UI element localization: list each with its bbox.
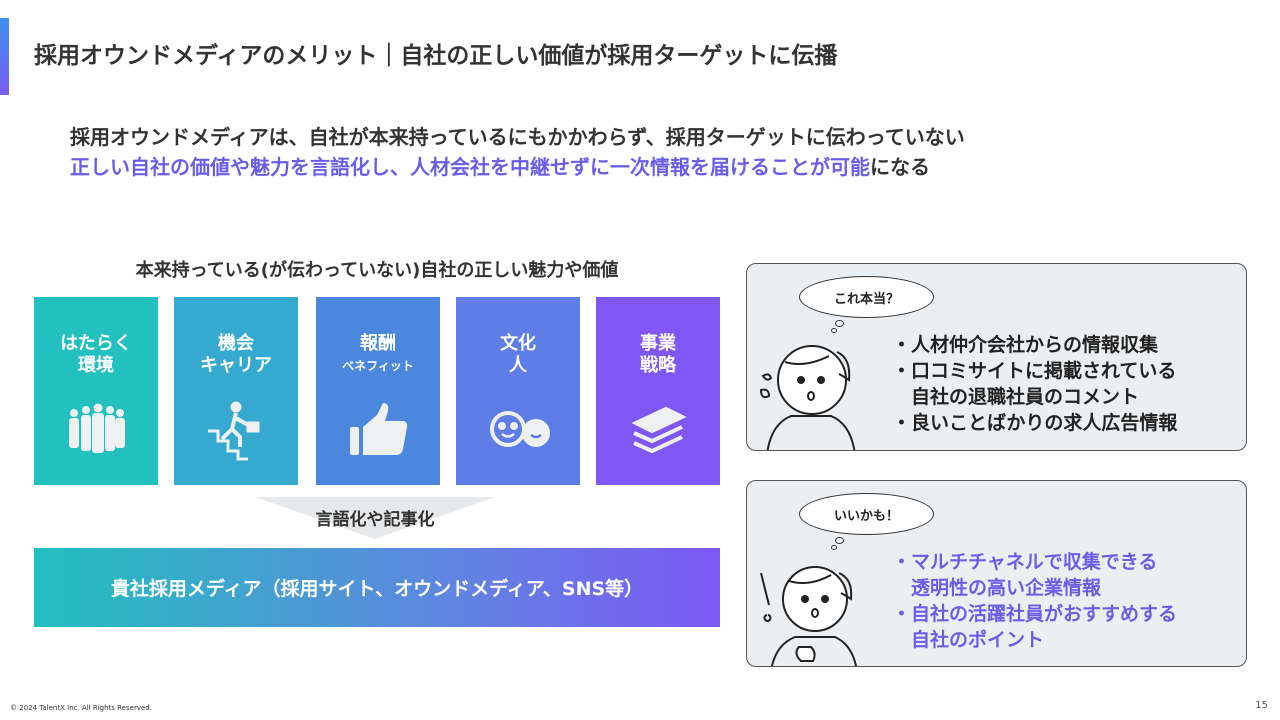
card-title: 報酬 — [360, 333, 396, 354]
page-number: 15 — [1255, 700, 1268, 711]
list-item: ・良いことばかりの求人広告情報 — [892, 412, 1178, 434]
worried-person-icon — [759, 345, 856, 450]
stairs-climb-icon — [208, 401, 260, 461]
value-card-strategy: 事業 戦略 — [596, 297, 720, 485]
after-box: いいかも！ ・マルチチャネルで収集できる 透明性の高い企業情報 ・自社の活躍社員… — [746, 480, 1247, 667]
card-title: はたらく — [60, 333, 132, 354]
thumbs-up-icon — [350, 403, 408, 455]
value-card-benefit: 報酬 ベネフィット — [316, 297, 440, 485]
company-media-banner: 貴社採用メディア（採用サイト、オウンドメディア、SNS等） — [34, 548, 720, 627]
copyright: © 2024 TalentX Inc. All Rights Reserved. — [10, 704, 152, 712]
value-card-career: 機会 キャリア — [174, 297, 298, 485]
list-item: 自社の退職社員のコメント — [892, 386, 1140, 408]
after-list: ・マルチチャネルで収集できる 透明性の高い企業情報 ・自社の活躍社員がおすすめす… — [892, 549, 1177, 653]
value-card-culture: 文化 人 — [456, 297, 580, 485]
list-item: ・人材仲介会社からの情報収集 — [892, 334, 1159, 356]
chat-faces-icon — [490, 411, 550, 447]
excited-person-icon — [760, 566, 858, 666]
lead-rest: になる — [870, 155, 930, 179]
card-subtitle: 戦略 — [640, 355, 676, 376]
bubble-dot — [835, 537, 844, 544]
card-title: 文化 — [500, 333, 536, 354]
list-item: 自社のポイント — [892, 629, 1045, 651]
people-group-icon — [69, 403, 125, 453]
page-title: 採用オウンドメディアのメリット｜自社の正しい価値が採用ターゲットに伝播 — [34, 43, 838, 69]
arrow-label: 言語化や記事化 — [315, 510, 435, 530]
card-subtitle: キャリア — [200, 355, 272, 376]
list-item: ・マルチチャネルで収集できる — [892, 551, 1158, 573]
card-title: 機会 — [218, 333, 254, 354]
lead-highlight: 正しい自社の価値や魅力を言語化し、人材会社を中継せずに一次情報を届けることが可能 — [70, 155, 870, 179]
bubble-dot — [835, 320, 844, 327]
thought-bubble: いいかも！ — [799, 493, 934, 535]
accent-bar — [0, 18, 9, 95]
layers-icon — [631, 406, 687, 454]
thought-bubble: これ本当？ — [799, 276, 934, 318]
values-subhead: 本来持っている(が伝わっていない)自社の正しい魅力や価値 — [135, 260, 619, 281]
value-card-environment: はたらく 環境 — [34, 297, 158, 485]
bubble-dot — [831, 328, 837, 333]
before-list: ・人材仲介会社からの情報収集 ・口コミサイトに掲載されている 自社の退職社員のコ… — [892, 332, 1177, 436]
lead-text: 採用オウンドメディアは、自社が本来持っているにもかかわらず、採用ターゲットに伝わ… — [70, 122, 965, 182]
bubble-dot — [831, 545, 837, 550]
card-subtitle: ベネフィット — [342, 359, 414, 373]
card-title: 事業 — [640, 333, 676, 354]
card-subtitle: 人 — [509, 355, 527, 376]
card-subtitle: 環境 — [78, 355, 114, 376]
lead-line-1: 採用オウンドメディアは、自社が本来持っているにもかかわらず、採用ターゲットに伝わ… — [70, 125, 965, 149]
list-item: ・自社の活躍社員がおすすめする — [892, 603, 1178, 625]
list-item: ・口コミサイトに掲載されている — [892, 360, 1177, 382]
list-item: 透明性の高い企業情報 — [892, 577, 1102, 599]
before-box: これ本当？ ・人材仲介会社からの情報収集 ・口コミサイトに掲載されている 自社の… — [746, 263, 1247, 451]
